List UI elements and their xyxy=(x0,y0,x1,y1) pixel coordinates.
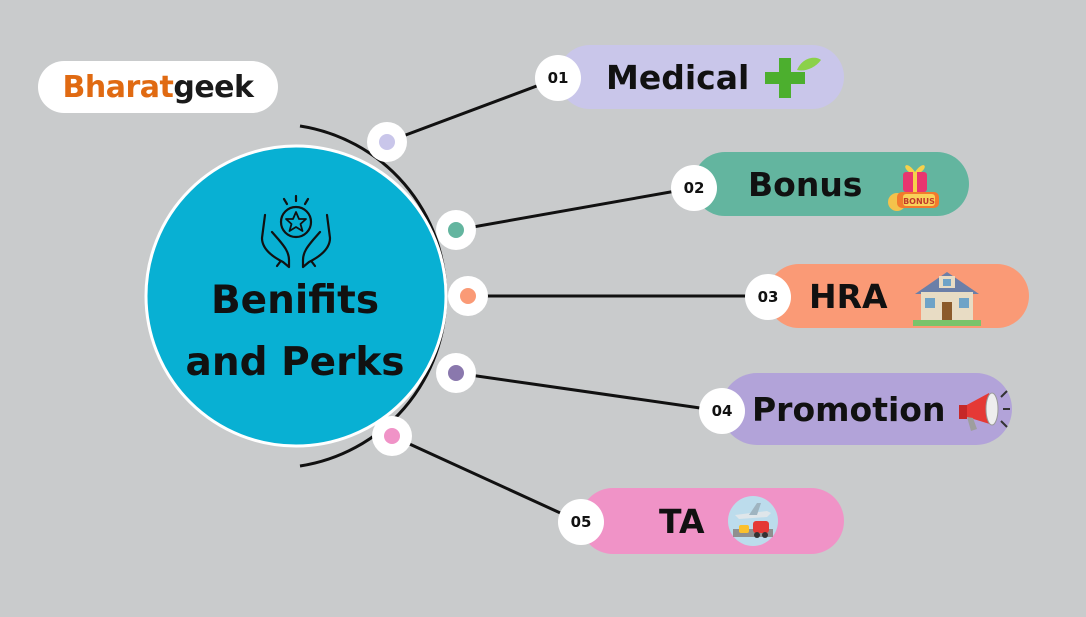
medical-cross-icon xyxy=(765,57,821,98)
svg-text:BONUS: BONUS xyxy=(903,197,935,206)
center-title-line-1: Benifits xyxy=(210,278,380,323)
pill-bonus: Bonus BONUS xyxy=(693,152,969,216)
number-badge-04: 04 xyxy=(699,388,745,434)
travel-icon xyxy=(728,496,778,546)
number-badge-01: 01 xyxy=(535,55,581,101)
dot-04 xyxy=(436,353,476,393)
dot-02 xyxy=(436,210,476,250)
megaphone-icon xyxy=(959,390,1010,431)
pill-label-bonus: Bonus xyxy=(748,164,863,204)
pill-label-promotion: Promotion xyxy=(752,389,946,429)
pill-label-medical: Medical xyxy=(606,57,750,97)
dot-01 xyxy=(367,122,407,162)
logo-part-1: Bharat xyxy=(62,69,174,105)
pill-label-ta: TA xyxy=(659,501,705,541)
logo-part-2: geek xyxy=(173,69,254,105)
number-badge-03: 03 xyxy=(745,274,791,320)
hands-star-icon xyxy=(260,194,332,269)
dot-03 xyxy=(448,276,488,316)
connector-line-05 xyxy=(391,434,581,524)
pill-medical: Medical xyxy=(558,45,844,109)
number-badge-02: 02 xyxy=(671,165,717,211)
center-title-line-2: and Perks xyxy=(185,340,405,385)
connector-line-04 xyxy=(455,371,722,413)
bonus-gift-icon: BONUS xyxy=(888,165,939,211)
pill-hra: HRA xyxy=(767,264,1029,328)
number-badge-05: 05 xyxy=(558,499,604,545)
connector-line-02 xyxy=(455,186,694,232)
pill-promotion: Promotion xyxy=(721,373,1012,445)
pill-label-hra: HRA xyxy=(809,276,888,316)
connector-line-01 xyxy=(386,76,559,144)
pill-ta: TA xyxy=(580,488,844,554)
dot-05 xyxy=(372,416,412,456)
center-title: Benifits and Perks xyxy=(160,270,430,394)
house-icon xyxy=(913,272,981,326)
center-circle xyxy=(144,144,448,448)
